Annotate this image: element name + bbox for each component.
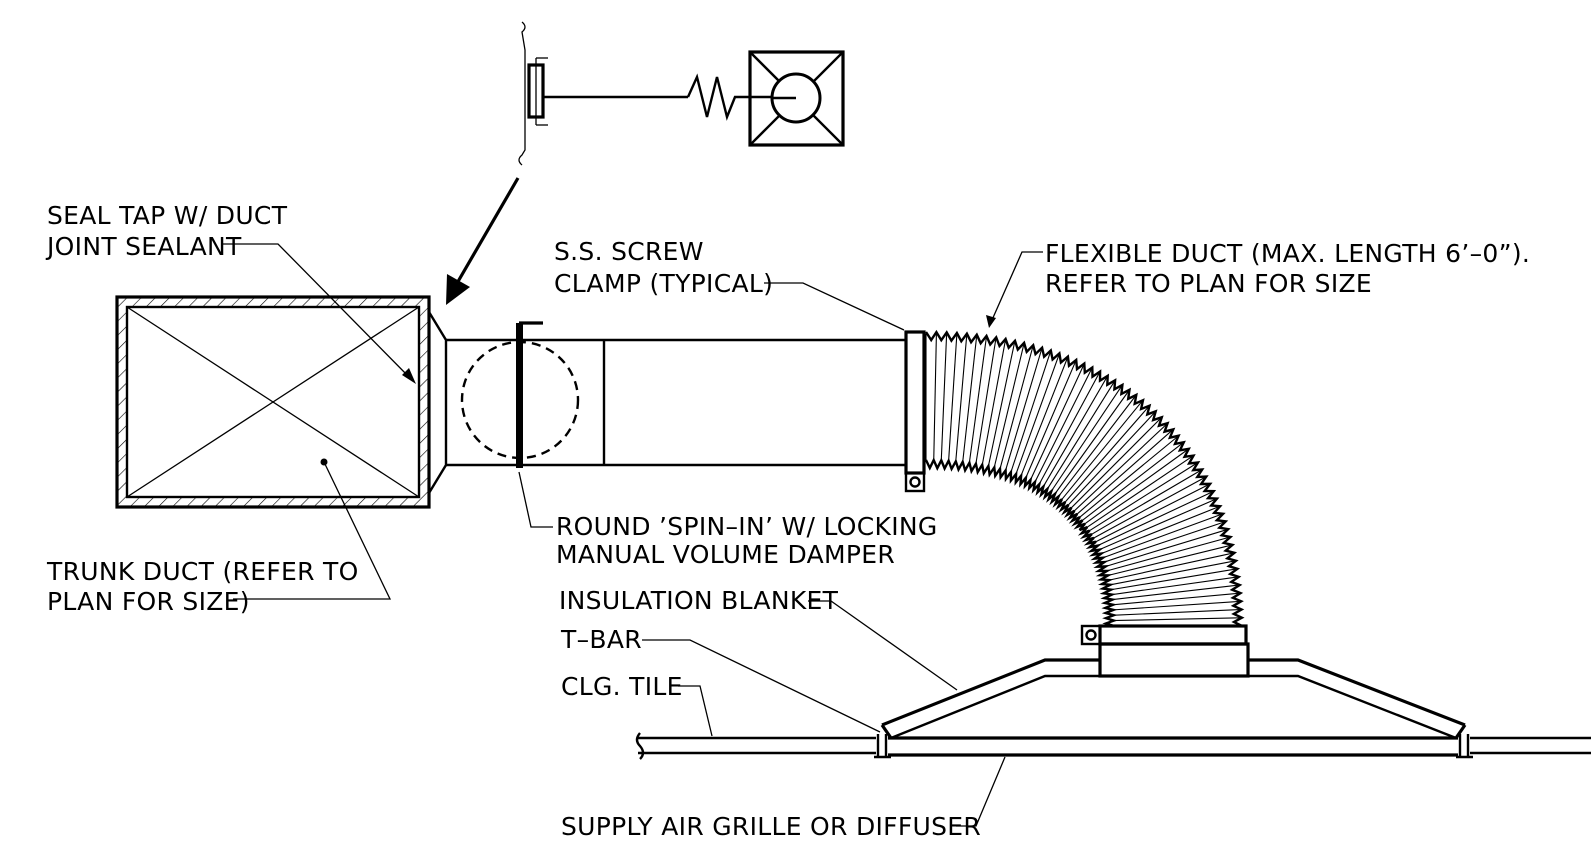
branch-duct xyxy=(427,311,906,494)
label-trunk-duct-line2: PLAN FOR SIZE) xyxy=(47,587,250,616)
lower-screw-clamp xyxy=(1098,624,1248,646)
label-spin-in-line1: ROUND ’SPIN–IN’ W/ LOCKING xyxy=(556,512,938,541)
flex-duct-rib xyxy=(1099,506,1219,555)
flex-duct-rib xyxy=(940,334,948,463)
flex-duct-rib xyxy=(1019,358,1068,478)
label-flex-duct-line2: REFER TO PLAN FOR SIZE xyxy=(1045,269,1372,298)
flex-duct-rib xyxy=(1097,498,1216,551)
flex-duct-rib xyxy=(975,339,997,466)
flex-duct-rib xyxy=(1075,430,1173,516)
flex-duct-rib xyxy=(1109,568,1236,591)
flex-duct-rib xyxy=(1056,396,1136,499)
flex-duct-rib xyxy=(1111,592,1239,606)
flex-duct-rib xyxy=(1041,377,1108,489)
t-bar-left xyxy=(874,734,891,759)
label-seal-tap-line2: JOINT SEALANT xyxy=(45,232,242,261)
label-screw-clamp-line1: S.S. SCREW xyxy=(554,237,704,266)
flex-duct-rib xyxy=(1100,513,1222,560)
leader-lines xyxy=(222,243,1043,827)
flex-duct-rib xyxy=(1009,352,1051,475)
flex-duct-rib xyxy=(1091,477,1205,540)
flex-duct-rib xyxy=(1063,406,1149,504)
flex-duct-rib xyxy=(1108,560,1235,586)
flex-duct-rib xyxy=(1110,584,1238,601)
t-bar-right xyxy=(1456,734,1473,759)
label-seal-tap-line1: SEAL TAP W/ DUCT xyxy=(47,201,288,230)
flex-duct-rib xyxy=(1072,424,1167,513)
flex-duct-rib xyxy=(1085,456,1193,529)
flex-duct-rib xyxy=(933,334,937,463)
flex-duct-rib xyxy=(1111,600,1240,611)
label-screw-clamp-line2: CLAMP (TYPICAL) xyxy=(554,269,773,298)
flex-duct-rib xyxy=(1069,418,1161,510)
label-ceiling-tile: CLG. TILE xyxy=(561,672,683,701)
trunk-duct xyxy=(115,295,431,509)
label-trunk-duct-line1: TRUNK DUCT (REFER TO xyxy=(46,557,359,586)
flex-duct-rib xyxy=(1004,349,1043,473)
flex-duct-rib xyxy=(1033,368,1092,484)
damper-operator-detail xyxy=(518,21,845,166)
flex-duct-rib xyxy=(1024,361,1076,480)
flex-duct-rib xyxy=(1111,617,1240,622)
flex-duct-rib xyxy=(1107,552,1233,582)
flex-duct-rib xyxy=(1066,412,1155,507)
flex-duct-rib xyxy=(1089,470,1201,536)
detail-reference-arrow xyxy=(446,177,520,305)
flex-duct-rib xyxy=(968,337,987,465)
flex-duct-rib xyxy=(1037,373,1100,487)
flex-duct-rib xyxy=(1060,401,1143,502)
flex-duct-rib xyxy=(1049,386,1122,494)
flex-duct-rib xyxy=(1103,529,1227,568)
callout-labels: SEAL TAP W/ DUCT JOINT SEALANT TRUNK DUC… xyxy=(45,201,1530,841)
flex-duct-rib xyxy=(1082,449,1188,526)
label-supply-grille: SUPPLY AIR GRILLE OR DIFFUSER xyxy=(561,812,981,841)
flex-duct-rib xyxy=(1102,521,1224,564)
flex-duct-rib xyxy=(993,344,1025,470)
flex-duct-rib xyxy=(1111,609,1240,616)
flex-duct-rib xyxy=(1045,381,1115,491)
label-spin-in-line2: MANUAL VOLUME DAMPER xyxy=(556,540,895,569)
label-insulation-blanket: INSULATION BLANKET xyxy=(559,586,839,615)
flex-duct-rib xyxy=(1053,391,1129,496)
flex-duct-rib xyxy=(1087,463,1197,533)
flex-duct-rib xyxy=(947,334,958,463)
flex-duct-rib xyxy=(1077,436,1178,519)
flex-duct-rib xyxy=(1106,544,1231,577)
label-t-bar: T–BAR xyxy=(560,625,642,654)
flex-duct-rib xyxy=(955,335,968,464)
flex-duct-rib xyxy=(998,346,1034,471)
flex-duct-rib xyxy=(987,342,1016,469)
wall-break-line xyxy=(518,21,526,166)
upper-screw-clamp xyxy=(904,330,926,475)
diffuser-neck xyxy=(1098,642,1250,678)
damper-shaft xyxy=(516,323,523,468)
flex-duct-rib xyxy=(1109,576,1237,596)
diffuser-assembly xyxy=(635,642,1591,760)
spring-symbol xyxy=(686,73,795,121)
flexible-duct xyxy=(904,329,1248,646)
flex-duct-rib xyxy=(961,336,978,464)
flex-duct-rib xyxy=(1093,484,1209,544)
flex-duct-rib xyxy=(1080,442,1183,523)
flex-duct-rib xyxy=(1104,536,1229,572)
flex-duct-rib xyxy=(981,340,1006,467)
flex-duct-rib xyxy=(1014,355,1060,476)
flex-duct-rib xyxy=(1095,491,1213,547)
label-flex-duct-line1: FLEXIBLE DUCT (MAX. LENGTH 6’–0”). xyxy=(1045,239,1530,268)
operator-handle-box xyxy=(748,50,845,147)
flex-duct-rib xyxy=(1029,365,1084,482)
insulation-blanket xyxy=(881,658,1466,727)
